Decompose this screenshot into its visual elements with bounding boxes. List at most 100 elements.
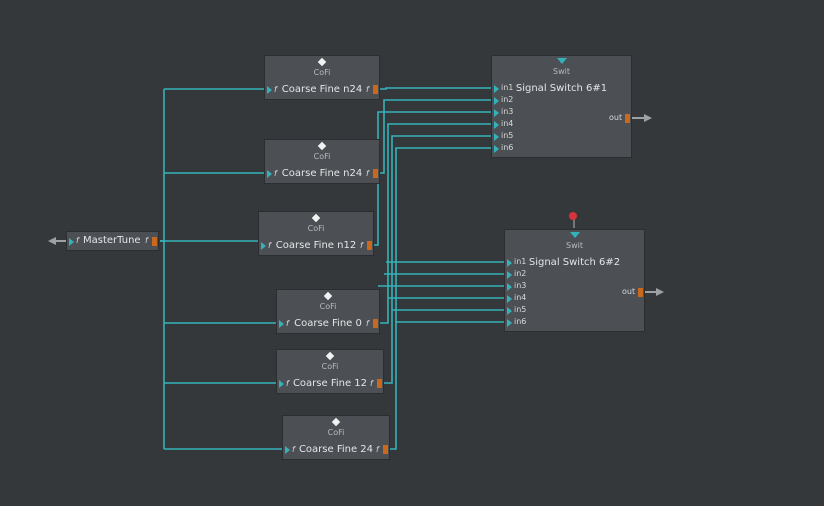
cofi2-title: Coarse Fine n24	[281, 168, 363, 179]
cofi2-in-port[interactable]	[267, 170, 272, 178]
node-type: Swit	[566, 241, 583, 250]
cofi5-title: Coarse Fine 12	[292, 378, 368, 389]
switch1-in2-port[interactable]	[494, 97, 499, 105]
cofi3-out-port[interactable]	[367, 241, 372, 250]
master-out-port[interactable]	[152, 237, 157, 246]
cofi4-in-port[interactable]	[279, 320, 284, 328]
switch1-in3-label: in3	[501, 107, 514, 116]
node-type: CoFi	[327, 428, 345, 437]
cofi2-in-label: f	[274, 169, 277, 178]
wires	[160, 87, 508, 450]
node-type: CoFi	[313, 152, 331, 161]
switch2-in6-port[interactable]	[507, 319, 512, 327]
switch1-title: Signal Switch 6#1	[515, 83, 608, 94]
switch2-in2-label: in2	[514, 269, 527, 278]
diamond-icon	[317, 57, 327, 67]
switch2-in4-label: in4	[514, 293, 527, 302]
master-in-label: f	[76, 236, 79, 245]
diamond-icon	[331, 417, 341, 427]
cofi-node-3[interactable]: CoFi f Coarse Fine n12 f	[258, 211, 374, 256]
diamond-icon	[323, 291, 333, 301]
master-in-port[interactable]	[69, 238, 74, 246]
switch1-in4-label: in4	[501, 119, 514, 128]
switch2-in1-port[interactable]	[507, 259, 512, 267]
triangle-icon	[570, 232, 580, 238]
switch1-output-arrow-icon	[630, 114, 652, 122]
wire-cofi1-sw1-in1[interactable]	[380, 87, 496, 90]
cofi-node-5[interactable]: CoFi f Coarse Fine 12 f	[276, 349, 384, 394]
wire-cofi2-sw1-in2[interactable]	[380, 99, 496, 174]
switch1-in2-label: in2	[501, 95, 514, 104]
switch2-in5-label: in5	[514, 305, 527, 314]
cofi3-in-port[interactable]	[261, 242, 266, 250]
cofi5-out-label: f	[370, 379, 373, 388]
cofi4-out-port[interactable]	[373, 319, 378, 328]
signal-switch-node-2[interactable]: Swit Signal Switch 6#2 in1 in2 in3 in4 i…	[504, 229, 645, 332]
cofi6-out-port[interactable]	[383, 445, 388, 454]
node-type: CoFi	[321, 362, 339, 371]
switch2-in4-port[interactable]	[507, 295, 512, 303]
node-type: CoFi	[313, 68, 331, 77]
diamond-icon	[317, 141, 327, 151]
cofi4-in-label: f	[286, 319, 289, 328]
switch2-title: Signal Switch 6#2	[528, 257, 621, 268]
switch2-in3-label: in3	[514, 281, 527, 290]
cofi-node-4[interactable]: CoFi f Coarse Fine 0 f	[276, 289, 380, 334]
node-type: CoFi	[307, 224, 325, 233]
switch2-out-label: out	[622, 287, 636, 296]
cofi-node-2[interactable]: CoFi f Coarse Fine n24 f	[264, 139, 380, 184]
diamond-icon	[325, 351, 335, 361]
switch1-in1-port[interactable]	[494, 85, 499, 93]
cofi2-out-label: f	[366, 169, 369, 178]
cofi5-out-port[interactable]	[377, 379, 382, 388]
cofi1-in-label: f	[274, 85, 277, 94]
diamond-icon	[311, 213, 321, 223]
cofi6-out-label: f	[376, 445, 379, 454]
switch1-in3-port[interactable]	[494, 109, 499, 117]
switch2-in1-label: in1	[514, 257, 527, 266]
cofi3-title: Coarse Fine n12	[275, 240, 357, 251]
master-tune-node[interactable]: f MasterTune f	[66, 231, 159, 251]
wire-cofi4-sw1-in4[interactable]	[380, 123, 496, 324]
cofi1-title: Coarse Fine n24	[281, 84, 363, 95]
cofi6-title: Coarse Fine 24	[298, 444, 374, 455]
cofi1-out-port[interactable]	[373, 85, 378, 94]
triangle-icon	[557, 58, 567, 64]
master-title: MasterTune	[83, 235, 141, 246]
switch1-in1-label: in1	[501, 83, 514, 92]
cofi6-in-port[interactable]	[285, 446, 290, 454]
cofi-node-1[interactable]: CoFi f Coarse Fine n24 f	[264, 55, 380, 100]
cofi3-in-label: f	[268, 241, 271, 250]
cofi4-out-label: f	[366, 319, 369, 328]
cofi1-out-label: f	[366, 85, 369, 94]
wire-cofi5-sw1-in5[interactable]	[384, 135, 496, 384]
cofi4-title: Coarse Fine 0	[294, 318, 362, 329]
cofi6-in-label: f	[292, 445, 295, 454]
switch1-in4-port[interactable]	[494, 121, 499, 129]
switch2-out-port[interactable]	[638, 288, 643, 297]
cofi5-in-port[interactable]	[279, 380, 284, 388]
switch2-in3-port[interactable]	[507, 283, 512, 291]
signal-switch-node-1[interactable]: Swit Signal Switch 6#1 in1 in2 in3 in4 i…	[491, 55, 632, 158]
cofi-node-6[interactable]: CoFi f Coarse Fine 24 f	[282, 415, 390, 460]
master-output-arrow-icon	[48, 237, 67, 245]
master-out-label: f	[145, 236, 148, 245]
switch1-out-port[interactable]	[625, 114, 630, 123]
switch2-in2-port[interactable]	[507, 271, 512, 279]
switch1-in6-port[interactable]	[494, 145, 499, 153]
cofi1-in-port[interactable]	[267, 86, 272, 94]
switch1-in5-label: in5	[501, 131, 514, 140]
switch1-in6-label: in6	[501, 143, 514, 152]
pin-icon[interactable]	[569, 212, 577, 228]
node-type: CoFi	[319, 302, 337, 311]
switch1-out-label: out	[609, 113, 623, 122]
cofi2-out-port[interactable]	[373, 169, 378, 178]
switch2-in6-label: in6	[514, 317, 527, 326]
switch2-in5-port[interactable]	[507, 307, 512, 315]
cofi5-in-label: f	[286, 379, 289, 388]
cofi3-out-label: f	[360, 241, 363, 250]
switch2-output-arrow-icon	[643, 288, 664, 296]
node-type: Swit	[553, 67, 570, 76]
switch1-in5-port[interactable]	[494, 133, 499, 141]
